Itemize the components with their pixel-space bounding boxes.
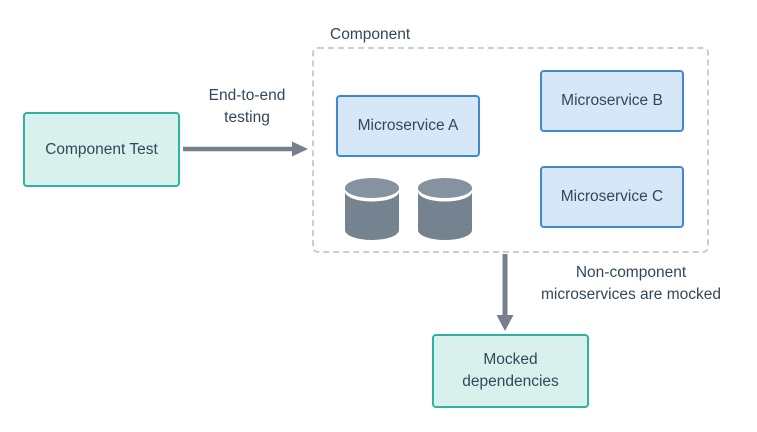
microservice-a-box: Microservice A <box>336 95 480 157</box>
mocked-dependencies-box: Mocked dependencies <box>432 334 589 408</box>
database-icon <box>345 178 399 240</box>
right-arrow-icon <box>183 141 308 157</box>
end-to-end-label: End-to-end testing <box>185 85 309 129</box>
mock-note-line1: Non-component <box>575 264 687 281</box>
component-group-label: Component <box>330 26 411 43</box>
microservice-c-box: Microservice C <box>540 166 684 228</box>
mock-note-label: Non-component microservices are mocked <box>528 262 734 306</box>
component-test-label: Component Test <box>45 140 158 158</box>
mocked-dependencies-label: Mocked dependencies <box>462 351 559 390</box>
microservice-c-label: Microservice C <box>560 188 664 205</box>
microservice-a-label: Microservice A <box>357 117 459 134</box>
component-test-box: Component Test <box>23 112 180 187</box>
component-group-box <box>312 47 709 253</box>
microservice-b-box: Microservice B <box>540 70 684 132</box>
down-arrow-icon <box>496 254 514 331</box>
end-to-end-label-line2: testing <box>224 109 270 126</box>
microservice-b-label: Microservice B <box>561 92 663 109</box>
end-to-end-label-line1: End-to-end <box>208 87 286 104</box>
mock-note-line2: microservices are mocked <box>540 286 722 303</box>
database-icon <box>418 178 472 240</box>
